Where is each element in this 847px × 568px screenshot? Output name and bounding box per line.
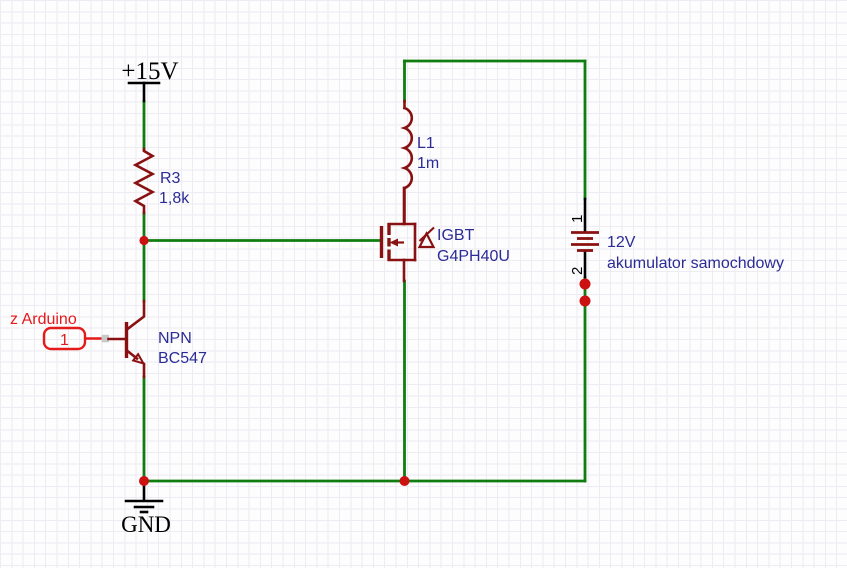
junction-dot-gnd-node — [139, 476, 149, 486]
inductor-l1[interactable]: L1 1m — [400, 99, 440, 224]
igbt-diode-icon — [417, 231, 436, 249]
resistor-symbol[interactable] — [132, 147, 156, 215]
battery-value: akumulator samochdowy — [607, 255, 784, 272]
gnd-label: GND — [121, 512, 171, 537]
resistor-r3[interactable]: R3 1,8k — [132, 147, 191, 215]
port-connection-pad — [101, 334, 109, 343]
battery-name: 12V — [607, 234, 636, 251]
junction-dot-source-node — [399, 476, 410, 486]
igbt-body-arrow-icon — [389, 238, 398, 247]
inductor-coil-symbol[interactable] — [400, 106, 414, 190]
battery-12v[interactable]: 1 2 12V akumulator samochdowy — [569, 197, 784, 279]
net-wires[interactable] — [142, 59, 587, 483]
inductor-name: L1 — [417, 135, 435, 152]
battery-pin1-number: 1 — [569, 215, 586, 223]
vcc-label: +15V — [121, 58, 178, 85]
battery-pin2-number: 2 — [569, 267, 586, 275]
gnd-symbol[interactable]: GND — [121, 479, 171, 537]
transistor-value: BC547 — [158, 350, 207, 367]
vcc-power-symbol[interactable]: +15V — [121, 58, 179, 103]
transistor-npn-bc547[interactable]: NPN BC547 — [107, 299, 208, 379]
inductor-value: 1m — [417, 155, 439, 172]
resistor-value: 1,8k — [159, 190, 190, 207]
port-pin-number: 1 — [60, 332, 69, 349]
igbt-g4ph40u[interactable]: IGBT G4PH40U — [379, 186, 510, 283]
igbt-name: IGBT — [437, 227, 475, 244]
junction-dot-battery-2 — [579, 295, 591, 307]
transistor-name: NPN — [158, 330, 192, 347]
junction-dot-battery-1 — [579, 278, 591, 290]
transistor-emitter-arrow-icon — [131, 352, 146, 366]
junction-dot-gate-node — [139, 235, 149, 246]
junction-dots — [139, 235, 591, 486]
arduino-port[interactable]: z Arduino 1 — [10, 311, 109, 351]
port-label: z Arduino — [10, 311, 77, 328]
resistor-name: R3 — [160, 170, 181, 187]
igbt-value: G4PH40U — [437, 248, 510, 265]
transistor-collector — [125, 299, 146, 331]
